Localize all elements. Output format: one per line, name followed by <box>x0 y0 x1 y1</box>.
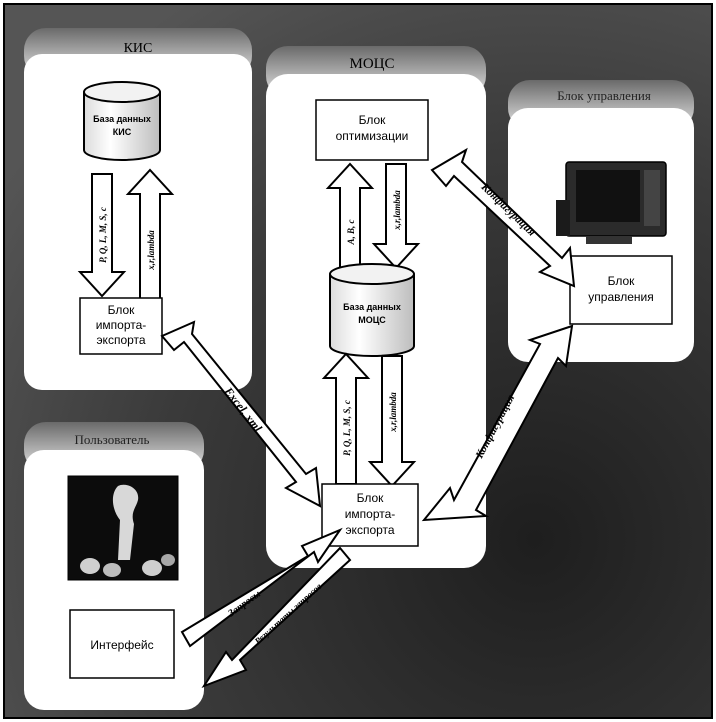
ctrl-line-2: управления <box>588 290 653 304</box>
opt-line-2: оптимизации <box>336 129 409 143</box>
mocs-db-label-1: База данных <box>343 302 401 312</box>
user-panel-title: Пользователь <box>75 432 150 447</box>
kis-import-export-block: Блок импорта- экспорта <box>79 297 163 355</box>
opt-line-1: Блок <box>359 113 387 127</box>
mocs-down-bottom-label: x,r,lambda <box>388 392 398 433</box>
mocs-down-top-label: x,r,lambda <box>392 190 402 231</box>
mocs-up-arrow-top: A, B, c <box>325 162 375 269</box>
kis-ie-line-3: экспорта <box>96 333 145 347</box>
kis-up-arrow-label: x,r,lambda <box>146 230 156 271</box>
kis-ie-line-1: Блок <box>108 303 136 317</box>
mocs-down-arrow-bottom: x,r,lambda <box>367 355 417 488</box>
kis-database-cylinder: База данных КИС <box>83 81 161 161</box>
interface-label: Интерфейс <box>90 638 153 652</box>
kis-db-label-2: КИС <box>113 127 132 137</box>
kis-down-arrow: P, Q, L, M, S, c <box>77 173 127 298</box>
ctrl-line-1: Блок <box>608 274 636 288</box>
mocs-down-arrow-top: x,r,lambda <box>371 163 421 270</box>
mocs-up-bottom-label: P, Q, L, M, S, c <box>342 400 352 456</box>
interface-block: Интерфейс <box>69 609 175 679</box>
mocs-up-top-label: A, B, c <box>346 219 356 245</box>
mocs-up-arrow-bottom: P, Q, L, M, S, c <box>321 352 371 485</box>
mocs-panel-title: МОЦС <box>349 56 394 72</box>
kis-up-arrow: x,r,lambda <box>125 168 175 301</box>
mocs-database-cylinder: База данных МОЦС <box>329 263 415 357</box>
kis-ie-line-2: импорта- <box>96 318 147 332</box>
control-panel-title: Блок управления <box>557 88 651 103</box>
kis-db-label-1: База данных <box>93 114 151 124</box>
kis-down-arrow-label: P, Q, L, M, S, c <box>98 207 108 263</box>
optimization-block: Блок оптимизации <box>315 99 429 161</box>
control-block: Блок управления <box>569 255 673 325</box>
mocs-ie-line-1: Блок <box>357 491 385 505</box>
mocs-db-label-2: МОЦС <box>358 315 386 325</box>
mocs-import-export-block: Блок импорта- экспорта <box>321 483 419 547</box>
user-picture <box>67 475 179 581</box>
mocs-ie-line-3: экспорта <box>345 523 394 537</box>
kis-panel-title: КИС <box>124 41 153 56</box>
mocs-ie-line-2: импорта- <box>345 507 396 521</box>
computer-icon <box>556 161 667 244</box>
